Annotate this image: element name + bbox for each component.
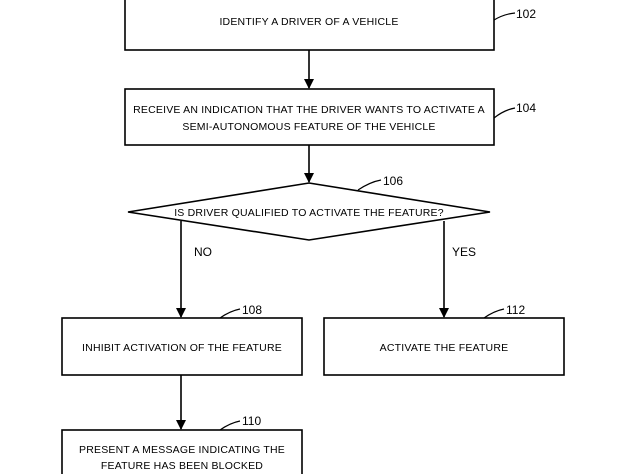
box-112-label: ACTIVATE THE FEATURE	[380, 342, 509, 354]
ref-108-leader	[219, 308, 241, 319]
box-110-label-line1: PRESENT A MESSAGE INDICATING THE	[79, 444, 285, 456]
ref-112-leader	[483, 308, 505, 319]
box-110	[61, 429, 303, 474]
ref-106-leader	[357, 179, 382, 191]
box-112	[323, 317, 565, 376]
box-110-label-line2: FEATURE HAS BEEN BLOCKED	[101, 460, 263, 472]
ref-110-leader	[219, 420, 241, 431]
decision-106	[127, 182, 491, 241]
ref-106: 106	[383, 174, 403, 188]
ref-104: 104	[516, 101, 536, 115]
ref-108: 108	[242, 303, 262, 317]
box-102	[124, 0, 495, 51]
ref-110: 110	[242, 414, 261, 428]
ref-104-leader	[493, 107, 516, 119]
box-104-label-line2: SEMI-AUTONOMOUS FEATURE OF THE VEHICLE	[182, 121, 435, 133]
box-102-label: IDENTIFY A DRIVER OF A VEHICLE	[219, 16, 398, 28]
ref-112: 112	[506, 303, 525, 317]
box-108-label: INHIBIT ACTIVATION OF THE FEATURE	[82, 342, 282, 354]
decision-106-label: IS DRIVER QUALIFIED TO ACTIVATE THE FEAT…	[174, 207, 444, 219]
box-108	[61, 317, 303, 376]
branch-no-label: NO	[194, 245, 212, 259]
box-104-label-line1: RECEIVE AN INDICATION THAT THE DRIVER WA…	[133, 104, 485, 116]
box-104	[124, 88, 495, 146]
branch-yes-label: YES	[452, 245, 476, 259]
ref-102-leader	[493, 12, 516, 21]
ref-102: 102	[516, 7, 536, 21]
